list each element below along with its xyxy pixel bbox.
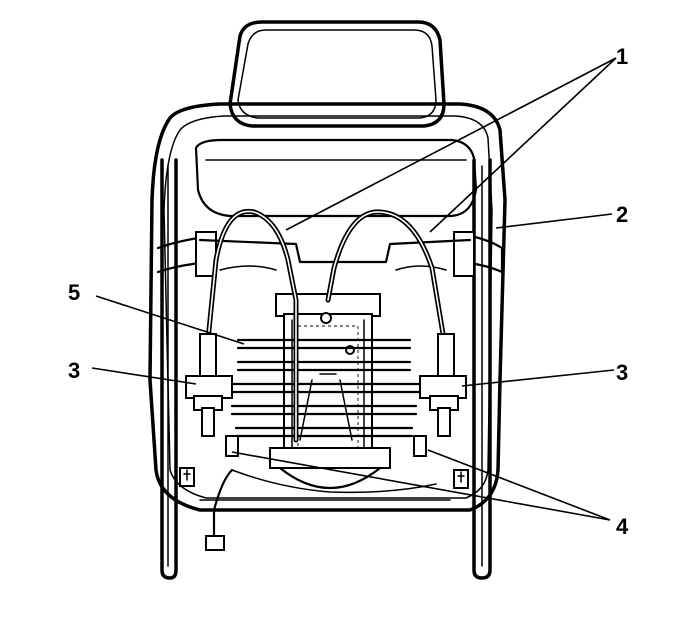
leader-4b [427,449,611,521]
leader-4a [231,451,611,521]
leader-lines [91,57,617,521]
callout-4: 4 [616,514,629,539]
wire-bars [228,338,422,438]
leader-5 [95,295,245,345]
callout-3-left: 3 [68,358,80,383]
leader-1b [429,57,617,233]
leader-1a [285,57,617,231]
left-adjuster [185,333,239,457]
callout-5: 5 [68,280,80,305]
callout-1: 1 [616,44,628,69]
adjuster-cables [205,208,447,443]
headrest [228,20,446,128]
side-rails [160,158,492,580]
leader-3-left [91,367,197,385]
callout-3-right: 3 [616,360,628,385]
leader-2 [495,213,613,229]
lower-harness [179,467,469,551]
callout-2: 2 [616,202,628,227]
side-brackets [156,231,504,277]
leader-3-right [461,369,615,387]
right-adjuster [413,333,467,457]
